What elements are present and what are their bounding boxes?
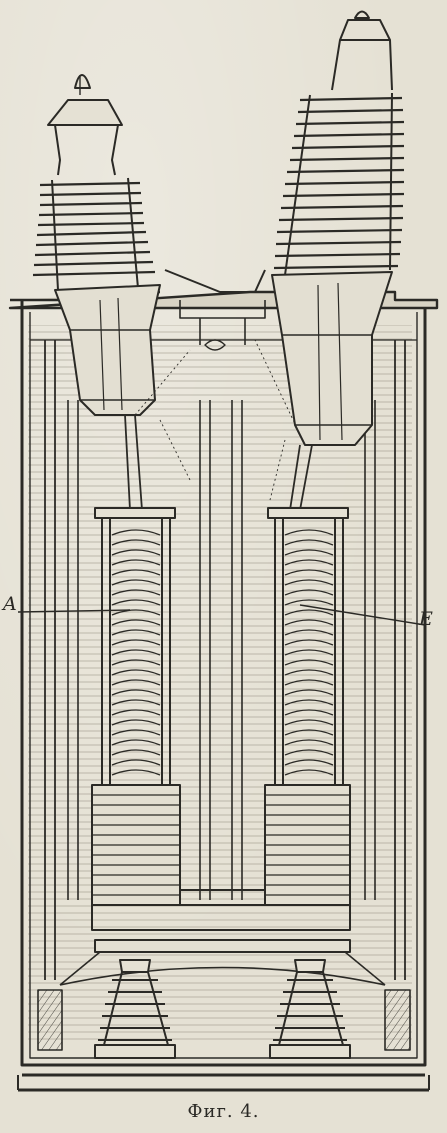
right-core-column (264, 507, 351, 906)
label-a: A (3, 593, 17, 615)
tank-bottom (18, 1073, 429, 1092)
right-coil-windings (284, 529, 334, 776)
leader-line-e (299, 604, 426, 626)
left-coil-windings (111, 529, 161, 776)
left-core-column (91, 507, 181, 906)
label-e: E (419, 608, 433, 630)
left-support-insulator (94, 959, 176, 1059)
base-frame (91, 889, 351, 931)
tank-wall (20, 300, 427, 1067)
figure-caption: Фиг. 4. (187, 1101, 260, 1122)
right-bushing (271, 10, 405, 446)
left-bushing (32, 74, 161, 416)
leader-line-a (17, 609, 131, 613)
right-support-insulator (269, 959, 351, 1059)
